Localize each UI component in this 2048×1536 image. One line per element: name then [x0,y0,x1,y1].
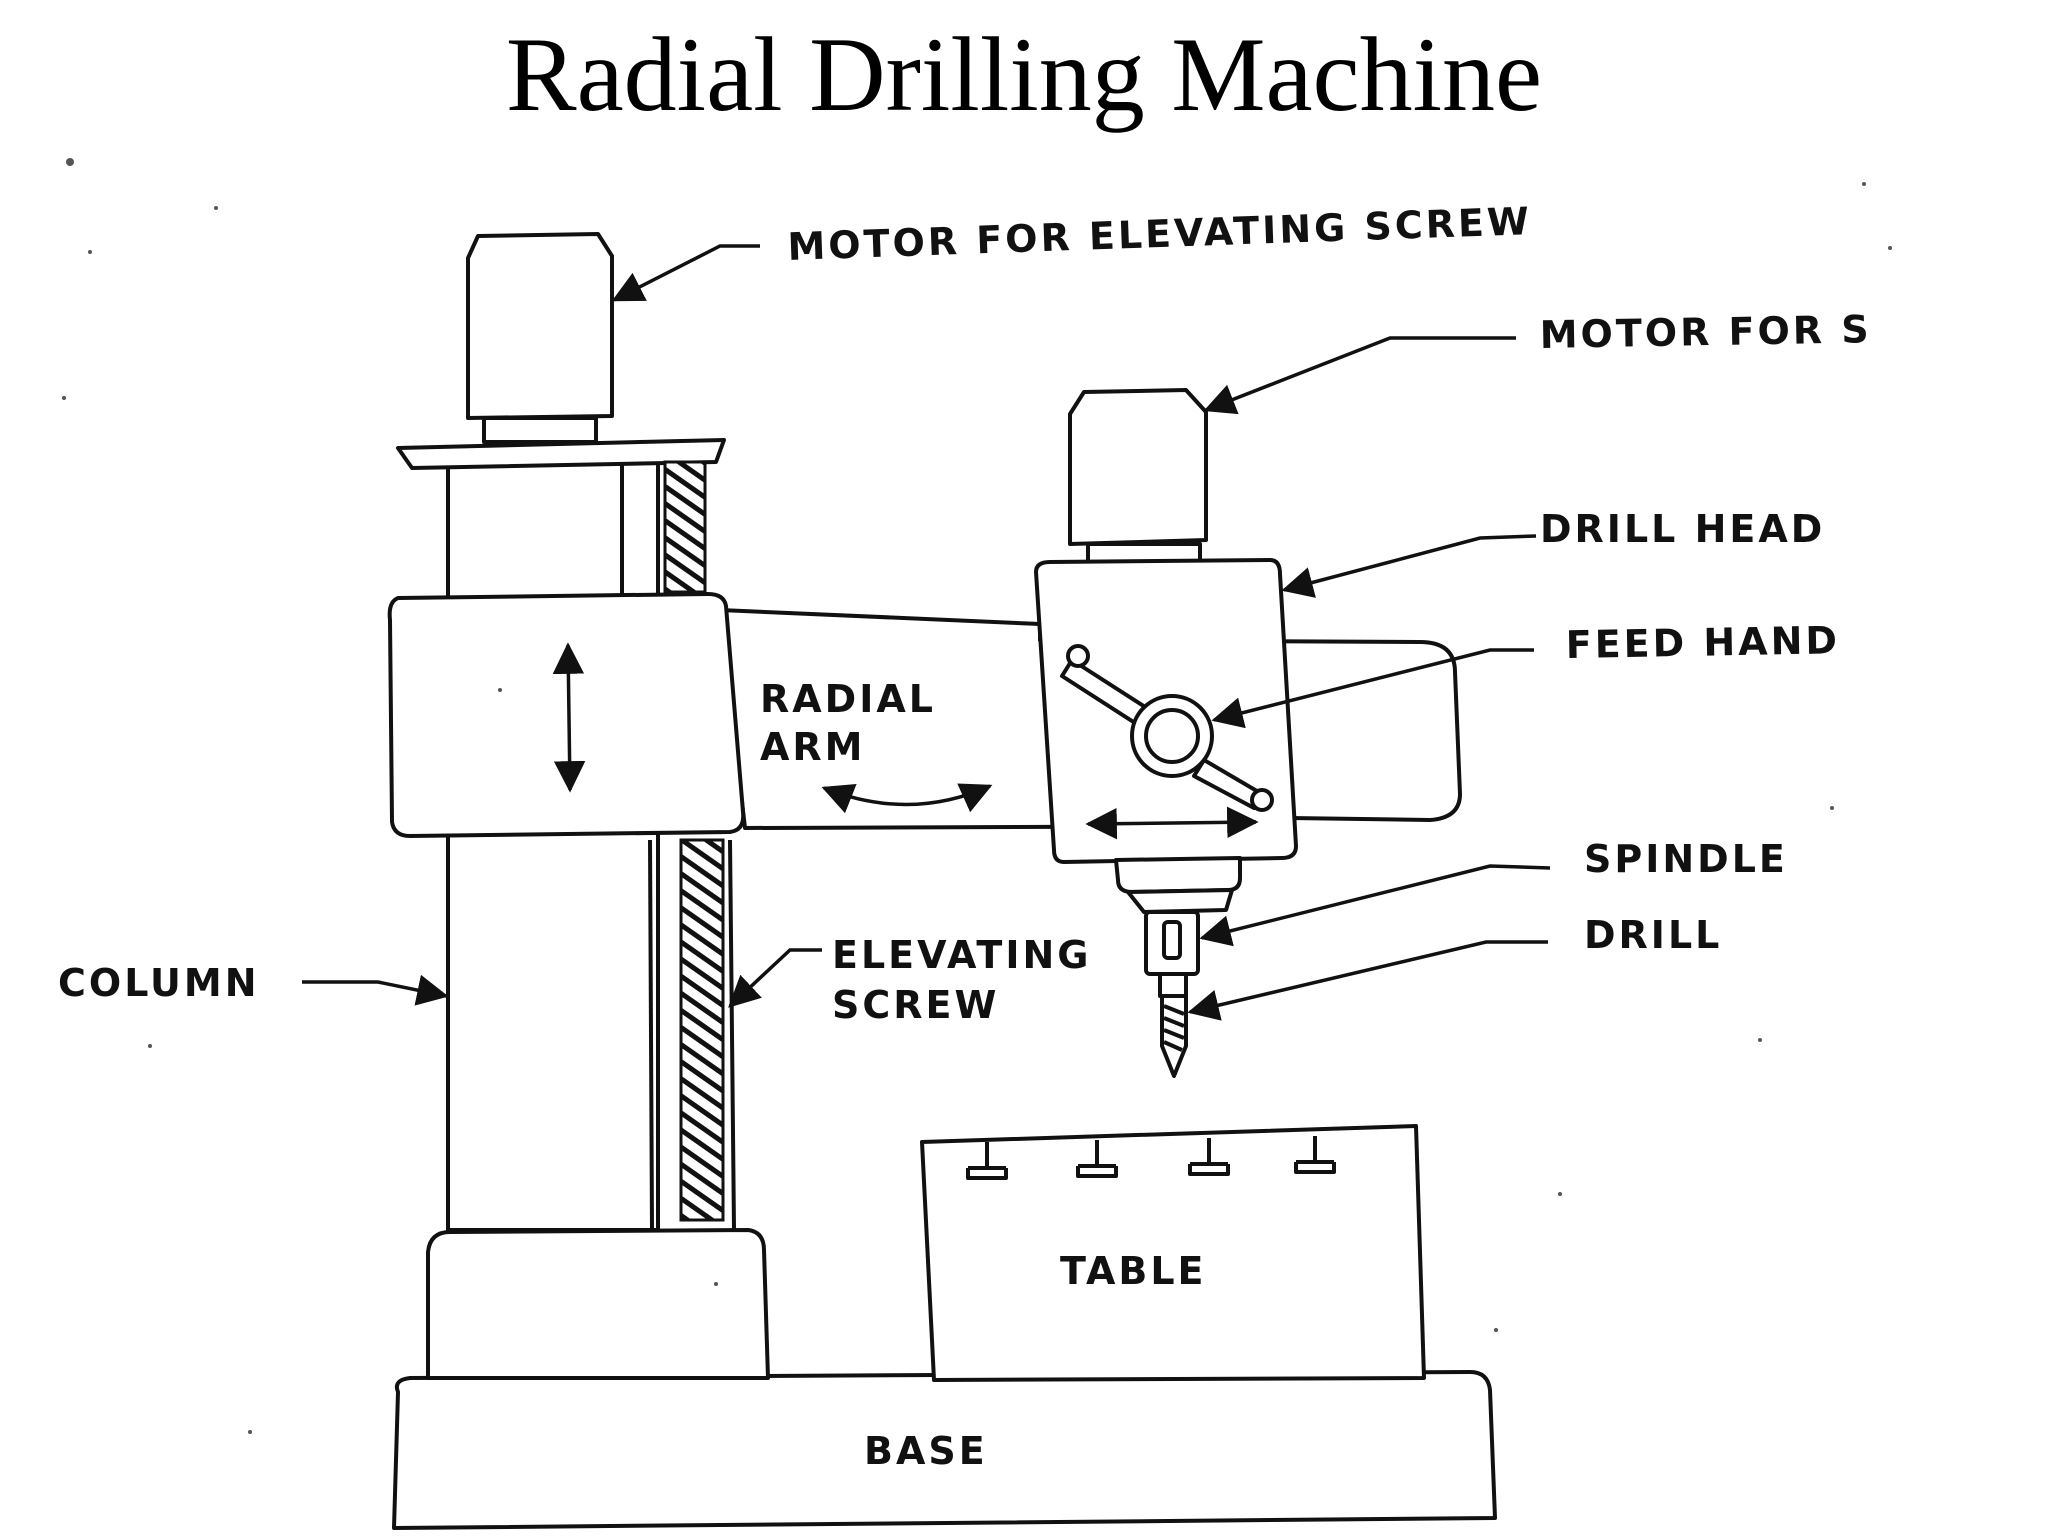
spindle-motor [1068,388,1208,568]
label-radial-arm-2: ARM [760,725,865,769]
drill-bit [1160,994,1188,1078]
label-feed-hand: FEED HAND [1565,618,1840,667]
feed-hand-icon [1060,644,1274,812]
column [446,460,660,1232]
elevating-screw [620,460,736,1231]
label-base: BASE [864,1429,988,1473]
base [392,1370,1497,1530]
label-table: TABLE [1060,1249,1207,1293]
column-cap [396,438,726,470]
label-column: COLUMN [58,961,260,1005]
scan-specks [62,158,1892,1434]
label-motor-elevating-screw: MOTOR FOR ELEVATING SCREW [787,199,1533,269]
label-elevating-screw-2: SCREW [832,983,999,1027]
page-title: Radial Drilling Machine [505,16,1543,133]
label-motor-spindle: MOTOR FOR S [1539,307,1872,357]
label-radial-arm-1: RADIAL [760,677,936,721]
t-slot-icon [966,1136,1336,1180]
work-table [920,1124,1426,1382]
leader-lines [302,244,1551,1021]
label-drill-head: DRILL HEAD [1540,507,1825,551]
swing-arrow-icon [821,783,993,814]
label-drill: DRILL [1584,913,1722,957]
column-pedestal [426,1228,770,1380]
spindle [1114,856,1242,998]
arm-saddle [387,592,746,838]
label-spindle: SPINDLE [1584,837,1788,881]
elevating-motor [466,232,614,444]
label-elevating-screw-1: ELEVATING [832,933,1091,977]
